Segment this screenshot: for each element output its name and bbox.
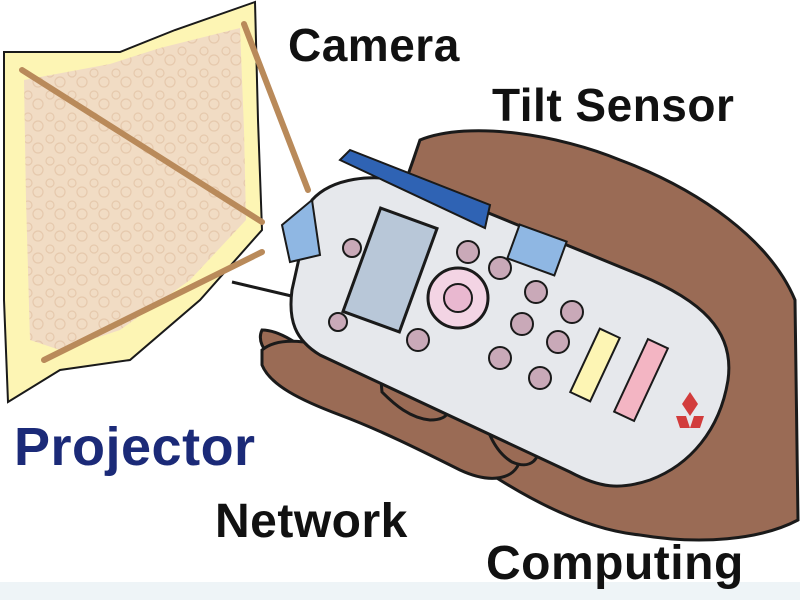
handheld-device — [280, 148, 731, 488]
camera-label: Camera — [288, 19, 460, 71]
network-cable — [231, 280, 301, 300]
network-label: Network — [215, 495, 408, 548]
computing-label: Computing — [486, 537, 744, 590]
bottom-strip — [0, 582, 800, 600]
tilt-sensor-label: Tilt Sensor — [492, 79, 735, 131]
device-buttons — [328, 238, 584, 390]
projector-label: Projector — [14, 417, 256, 477]
tilt-sensor-chip — [506, 223, 568, 277]
projection-beams — [19, 21, 311, 363]
brand-logo — [676, 392, 704, 428]
camera-bar — [338, 148, 492, 230]
device-display — [341, 206, 439, 334]
